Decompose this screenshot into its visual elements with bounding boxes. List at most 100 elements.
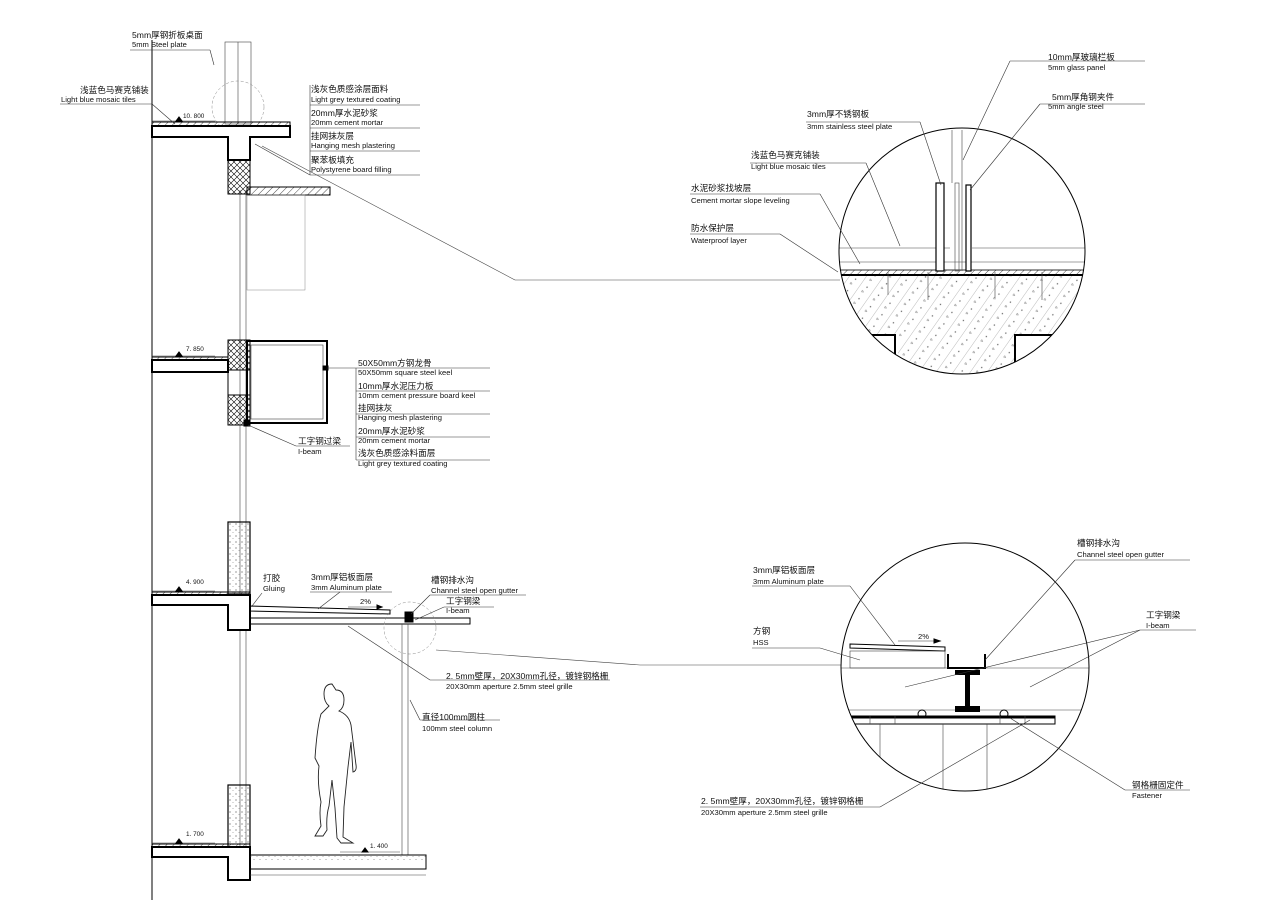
svg-text:Waterproof layer: Waterproof layer	[691, 236, 747, 245]
window-frame-top	[246, 194, 306, 291]
hss-detail	[849, 650, 946, 669]
label-mosaic-detail: 浅蓝色马赛克铺装 Light blue mosaic tiles	[750, 149, 901, 247]
svg-text:3mm stainless steel plate: 3mm stainless steel plate	[807, 122, 892, 131]
label-slope-detail: 2%	[898, 632, 942, 644]
svg-text:Gluing: Gluing	[263, 584, 285, 593]
label-angle: 5mm厚角钢夹件 5mm angle steel	[969, 91, 1145, 191]
svg-text:Channel steel open gutter: Channel steel open gutter	[1077, 550, 1164, 559]
svg-text:Light blue mosaic tiles: Light blue mosaic tiles	[61, 95, 136, 104]
fastener-right	[999, 709, 1009, 719]
svg-text:20X30mm aperture 2.5mm steel g: 20X30mm aperture 2.5mm steel grille	[701, 808, 828, 817]
label-gutter-left: 槽钢排水沟 Channel steel open gutter	[410, 574, 526, 615]
svg-text:浅蓝色马赛克铺装: 浅蓝色马赛克铺装	[80, 84, 149, 95]
aluminum-plate-left	[249, 605, 391, 615]
label-stack-top: 浅灰色质感涂层面料 Light grey textured coating 20…	[254, 83, 420, 176]
label-ibeam-detail: 工字钢梁 I-beam	[904, 609, 1196, 688]
floor-slab-1700	[151, 846, 251, 881]
svg-text:浅蓝色马赛克铺装: 浅蓝色马赛克铺装	[751, 149, 820, 160]
svg-text:方钢: 方钢	[753, 625, 770, 636]
svg-text:3mm Aluminum plate: 3mm Aluminum plate	[753, 577, 824, 586]
svg-text:50X50mm方钢龙骨: 50X50mm方钢龙骨	[358, 357, 432, 368]
wall-column-ground	[227, 784, 251, 848]
svg-text:Hanging mesh plastering: Hanging mesh plastering	[311, 141, 395, 150]
glass-panel	[954, 182, 960, 272]
label-glass: 10mm厚玻璃栏板 5mm glass panel	[962, 51, 1145, 161]
steel-grille-detail	[844, 715, 1056, 725]
wall-column-4900	[227, 521, 251, 595]
svg-text:2%: 2%	[360, 597, 371, 606]
level-marker-1400: 1. 400	[340, 843, 400, 853]
svg-text:聚苯板填充: 聚苯板填充	[311, 154, 354, 165]
channel-gutter-left	[404, 611, 414, 623]
svg-text:挂网抹灰: 挂网抹灰	[358, 402, 393, 413]
svg-text:打胶: 打胶	[263, 572, 281, 583]
svg-text:5mm glass panel: 5mm glass panel	[1048, 63, 1106, 72]
detail-top: 10mm厚玻璃栏板 5mm glass panel 5mm厚角钢夹件 5mm a…	[690, 51, 1145, 375]
svg-text:钢格栅固定件: 钢格栅固定件	[1132, 779, 1184, 790]
stainless-steel-upstand	[935, 182, 945, 272]
svg-text:10mm厚玻璃栏板: 10mm厚玻璃栏板	[1048, 51, 1115, 62]
svg-text:2. 5mm壁厚，20X30mm孔径，镀锌钢格栅: 2. 5mm壁厚，20X30mm孔径，镀锌钢格栅	[701, 795, 864, 806]
svg-text:工字钢梁: 工字钢梁	[446, 595, 481, 606]
label-stainless: 3mm厚不锈钢板 3mm stainless steel plate	[806, 108, 942, 186]
svg-text:I-beam: I-beam	[298, 447, 322, 456]
level-marker-1700: 1. 700	[152, 831, 215, 844]
label-ibeam-mid: 工字钢过梁 I-beam	[247, 424, 350, 456]
detail-callout-circle-bottom	[383, 601, 437, 655]
floor-slab-7850	[151, 359, 229, 373]
i-beam-detail	[955, 670, 980, 712]
svg-text:3mm厚不锈钢板: 3mm厚不锈钢板	[807, 108, 869, 119]
svg-text:2. 5mm壁厚，20X30mm孔径，镀锌钢格栅: 2. 5mm壁厚，20X30mm孔径，镀锌钢格栅	[446, 670, 609, 681]
label-gutter-detail: 槽钢排水沟 Channel steel open gutter	[984, 537, 1190, 661]
svg-text:20mm cement mortar: 20mm cement mortar	[311, 118, 384, 127]
svg-text:20mm厚水泥砂浆: 20mm厚水泥砂浆	[311, 107, 378, 118]
svg-text:20X30mm aperture 2.5mm steel g: 20X30mm aperture 2.5mm steel grille	[446, 682, 573, 691]
svg-text:槽钢排水沟: 槽钢排水沟	[1077, 537, 1120, 548]
svg-text:槽钢排水沟: 槽钢排水沟	[431, 574, 474, 585]
label-alu-detail: 3mm厚铝板面层 3mm Aluminum plate	[752, 564, 896, 646]
label-alu-left: 3mm厚铝板面层 3mm Aluminum plate	[310, 571, 392, 610]
label-steel-plate: 5mm厚钢折板桌面 5mm Steel plate	[130, 29, 215, 66]
svg-text:I-beam: I-beam	[1146, 621, 1170, 630]
building-section: 10. 800 7. 850 4. 900 1. 700 1. 400 5mm厚…	[60, 29, 841, 900]
canopy-slab	[246, 186, 331, 196]
svg-text:3mm Aluminum plate: 3mm Aluminum plate	[311, 583, 382, 592]
i-beam-lintel	[243, 419, 251, 427]
human-scale-figure	[314, 683, 357, 844]
svg-text:Light blue mosaic tiles: Light blue mosaic tiles	[751, 162, 826, 171]
svg-text:水泥砂浆找坡层: 水泥砂浆找坡层	[691, 182, 752, 193]
svg-text:Hanging mesh plastering: Hanging mesh plastering	[358, 413, 442, 422]
steel-grille-left	[249, 617, 471, 625]
svg-text:Channel steel open gutter: Channel steel open gutter	[431, 586, 518, 595]
svg-text:5mm厚角钢夹件: 5mm厚角钢夹件	[1052, 91, 1114, 102]
svg-text:10mm厚水泥压力板: 10mm厚水泥压力板	[358, 380, 434, 391]
roof-slab	[151, 125, 291, 161]
level-marker-4900: 4. 900	[152, 579, 215, 592]
svg-text:I-beam: I-beam	[446, 606, 470, 615]
svg-text:10mm cement pressure board kee: 10mm cement pressure board keel	[358, 391, 476, 400]
svg-text:3mm厚铝板面层: 3mm厚铝板面层	[311, 571, 373, 582]
svg-text:7. 850: 7. 850	[186, 346, 204, 353]
svg-text:浅灰色质感涂层面料: 浅灰色质感涂层面料	[311, 83, 389, 94]
steel-keel-box	[246, 340, 328, 424]
svg-text:挂网抹灰层: 挂网抹灰层	[311, 130, 354, 141]
svg-text:4. 900: 4. 900	[186, 579, 204, 586]
label-grille-left: 2. 5mm壁厚，20X30mm孔径，镀锌钢格栅 20X30mm apertur…	[347, 625, 610, 691]
label-slope-left: 2%	[348, 597, 384, 610]
svg-text:50X50mm square steel keel: 50X50mm square steel keel	[358, 368, 452, 377]
svg-text:2%: 2%	[918, 632, 929, 641]
svg-text:3mm厚铝板面层: 3mm厚铝板面层	[753, 564, 815, 575]
svg-text:工字钢过梁: 工字钢过梁	[298, 435, 341, 446]
svg-text:防水保护层: 防水保护层	[691, 222, 734, 233]
floor-slab-4900	[151, 594, 251, 631]
label-stack-mid: 50X50mm方钢龙骨 50X50mm square steel keel 10…	[327, 357, 490, 468]
svg-text:HSS: HSS	[753, 638, 769, 647]
svg-text:直径100mm圆柱: 直径100mm圆柱	[422, 711, 485, 722]
fastener-left	[917, 709, 927, 719]
aluminum-plate-detail	[849, 643, 946, 652]
svg-text:工字钢梁: 工字钢梁	[1146, 609, 1181, 620]
svg-text:Fastener: Fastener	[1132, 791, 1162, 800]
detail-bottom: 2% 槽钢排水沟 Channel steel open gutter 3mm厚铝…	[700, 537, 1196, 817]
detail-circle-top	[838, 127, 1086, 375]
